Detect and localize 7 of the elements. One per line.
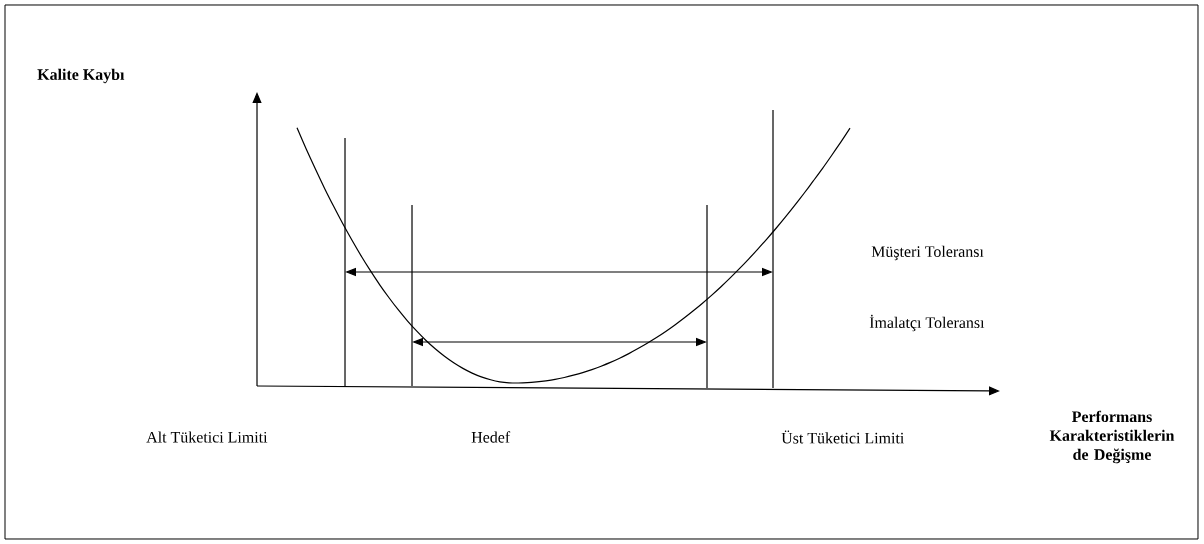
axis-label: Performans Karakteristiklerin de Değişme bbox=[1049, 410, 1175, 464]
tolerance-label: İmalatçı Toleransı bbox=[869, 314, 985, 332]
limit-label: Alt Tüketici Limiti bbox=[146, 431, 268, 443]
limit-label: Hedef bbox=[471, 431, 511, 443]
limit-label: Üst Tüketici Limiti bbox=[781, 430, 904, 444]
tolerance-label: Müşteri Toleransı bbox=[871, 245, 984, 261]
axis-label: Kalite Kaybı bbox=[37, 68, 125, 84]
